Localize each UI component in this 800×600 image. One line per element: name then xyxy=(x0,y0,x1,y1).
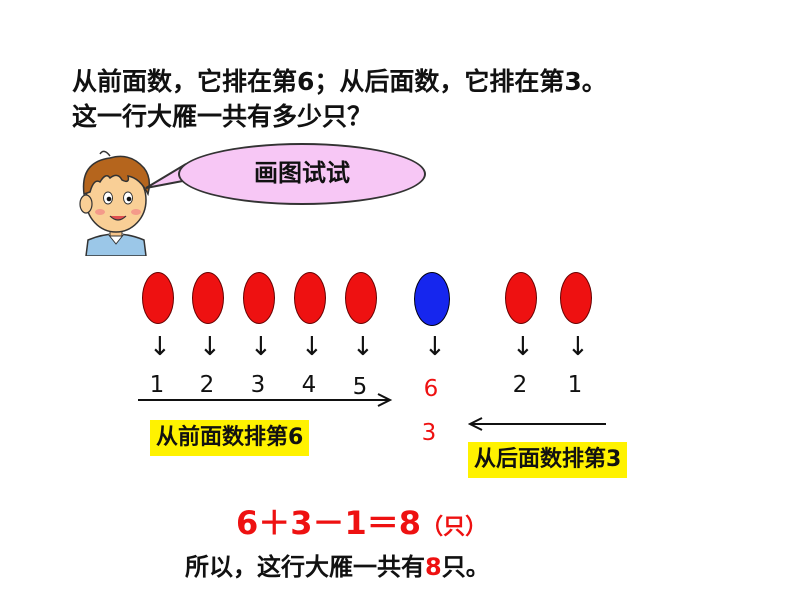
goose-red xyxy=(505,272,537,324)
answer-sentence: 所以，这行大雁一共有8只。 xyxy=(185,552,490,582)
goose-red xyxy=(142,272,174,324)
formula: 6＋3－1＝8（只） xyxy=(236,505,487,546)
answer-number: 8 xyxy=(425,553,442,581)
down-arrow-icon: ↓ xyxy=(199,332,221,362)
front-count-number: 5 xyxy=(352,374,368,400)
question-line-2: 这一行大雁一共有多少只？ xyxy=(72,102,373,131)
answer-before: 所以，这行大雁一共有 xyxy=(185,553,425,581)
goose-red xyxy=(243,272,275,324)
goose-red xyxy=(560,272,592,324)
back-count-number: 1 xyxy=(567,372,583,398)
speech-bubble-text: 画图试试 xyxy=(254,159,350,187)
boy-character-icon xyxy=(79,150,151,256)
speech-bubble xyxy=(178,143,426,205)
back-count-number: 2 xyxy=(512,372,528,398)
down-arrow-icon: ↓ xyxy=(424,332,446,362)
middle-front-position: 6 xyxy=(423,376,439,402)
down-arrow-icon: ↓ xyxy=(250,332,272,362)
down-arrow-icon: ↓ xyxy=(512,332,534,362)
front-count-number: 2 xyxy=(199,372,215,398)
right-arrow-icon xyxy=(138,393,393,407)
question-line-1: 从前面数，它排在第6；从后面数，它排在第3。 xyxy=(72,67,607,96)
front-count-number: 3 xyxy=(250,372,266,398)
goose-red xyxy=(294,272,326,324)
formula-expression: 6＋3－1＝8 xyxy=(236,504,422,542)
goose-red xyxy=(192,272,224,324)
middle-back-position: 3 xyxy=(421,420,437,446)
back-count-label: 从后面数排第3 xyxy=(468,442,628,478)
front-count-label: 从前面数排第6 xyxy=(150,420,310,456)
down-arrow-icon: ↓ xyxy=(149,332,171,362)
speech-bubble-tail xyxy=(145,163,189,189)
front-count-number: 4 xyxy=(301,372,317,398)
formula-unit: （只） xyxy=(421,515,488,540)
front-count-number: 1 xyxy=(149,372,165,398)
down-arrow-icon: ↓ xyxy=(352,332,374,362)
goose-blue xyxy=(414,272,450,326)
answer-after: 只。 xyxy=(441,553,490,581)
goose-red xyxy=(345,272,377,324)
left-arrow-icon xyxy=(468,417,606,431)
down-arrow-icon: ↓ xyxy=(301,332,323,362)
down-arrow-icon: ↓ xyxy=(567,332,589,362)
